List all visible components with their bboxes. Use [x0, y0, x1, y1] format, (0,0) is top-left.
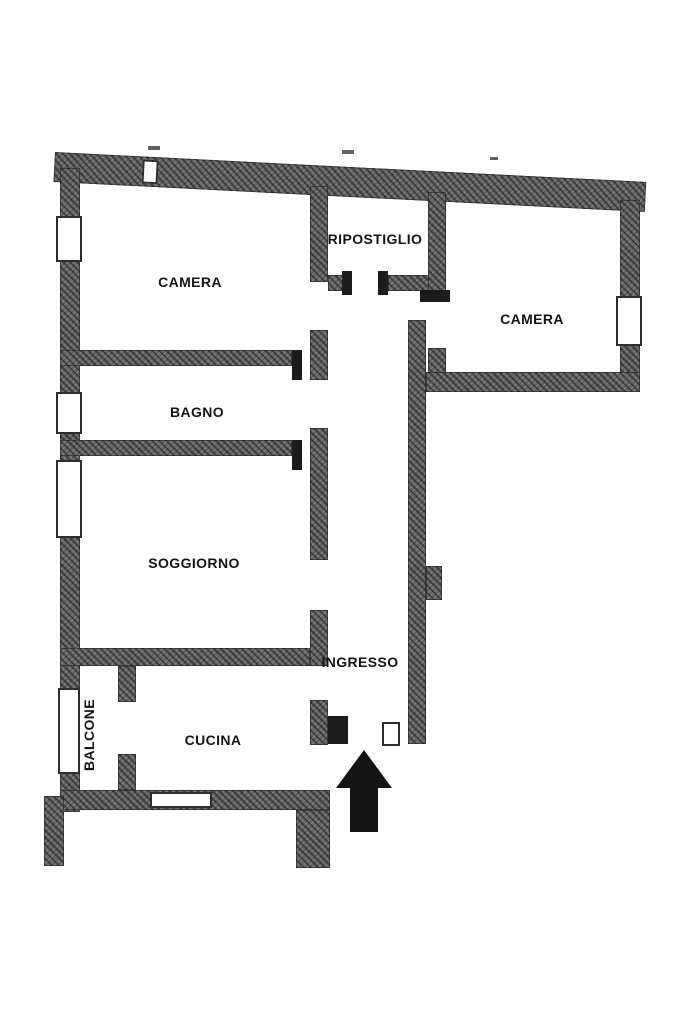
wall-camera2-bottom: [426, 372, 640, 392]
room-label-camera-1: CAMERA: [158, 274, 222, 290]
wall-camera2-left-segment: [428, 192, 446, 300]
wall-pilaster: [426, 566, 442, 600]
wall-soggiorno-bottom: [60, 648, 310, 666]
wall-corridor-right: [408, 320, 426, 744]
wall-balcone-inner-segment: [118, 754, 136, 790]
door-jamb: [292, 350, 302, 380]
scan-mark: [490, 157, 498, 160]
wall-stub-bottom-left: [44, 796, 64, 866]
wall-corridor-left-segment: [310, 610, 328, 666]
window: [616, 296, 642, 346]
wall-corridor-left-segment: [310, 330, 328, 380]
room-label-bagno: BAGNO: [169, 404, 225, 420]
wall-top: [53, 152, 647, 212]
entrance-door: [382, 722, 400, 746]
wall-bagno-bottom: [60, 440, 292, 456]
door-jamb: [342, 271, 352, 295]
wall-stub-bottom-center: [296, 810, 330, 868]
door-jamb: [378, 271, 388, 295]
window: [58, 688, 80, 774]
wall-camera1-bottom: [60, 350, 292, 366]
wall-corridor-left-segment: [310, 186, 328, 282]
entrance-arrow-stem: [350, 786, 378, 832]
window: [56, 392, 82, 434]
entrance-arrow-icon: [336, 750, 392, 788]
room-label-balcone: BALCONE: [81, 698, 97, 772]
wall-corridor-left-segment: [310, 700, 328, 745]
wall-corridor-left-segment: [310, 428, 328, 560]
window: [56, 460, 82, 538]
wall-balcone-inner-segment: [118, 666, 136, 702]
window: [150, 792, 212, 808]
room-label-soggiorno: SOGGIORNO: [148, 555, 240, 571]
scan-mark: [148, 146, 160, 150]
window: [141, 159, 159, 185]
door-jamb: [420, 290, 450, 302]
wall-ripostiglio-bottom: [328, 275, 344, 291]
door-jamb: [328, 716, 348, 744]
room-label-cucina: CUCINA: [184, 732, 242, 748]
wall-camera2-left-segment: [428, 348, 446, 376]
room-label-ingresso: INGRESSO: [321, 654, 399, 670]
room-label-camera-2: CAMERA: [500, 311, 564, 327]
scan-mark: [342, 150, 354, 154]
window: [56, 216, 82, 262]
door-jamb: [292, 440, 302, 470]
room-label-ripostiglio: RIPOSTIGLIO: [327, 231, 423, 247]
